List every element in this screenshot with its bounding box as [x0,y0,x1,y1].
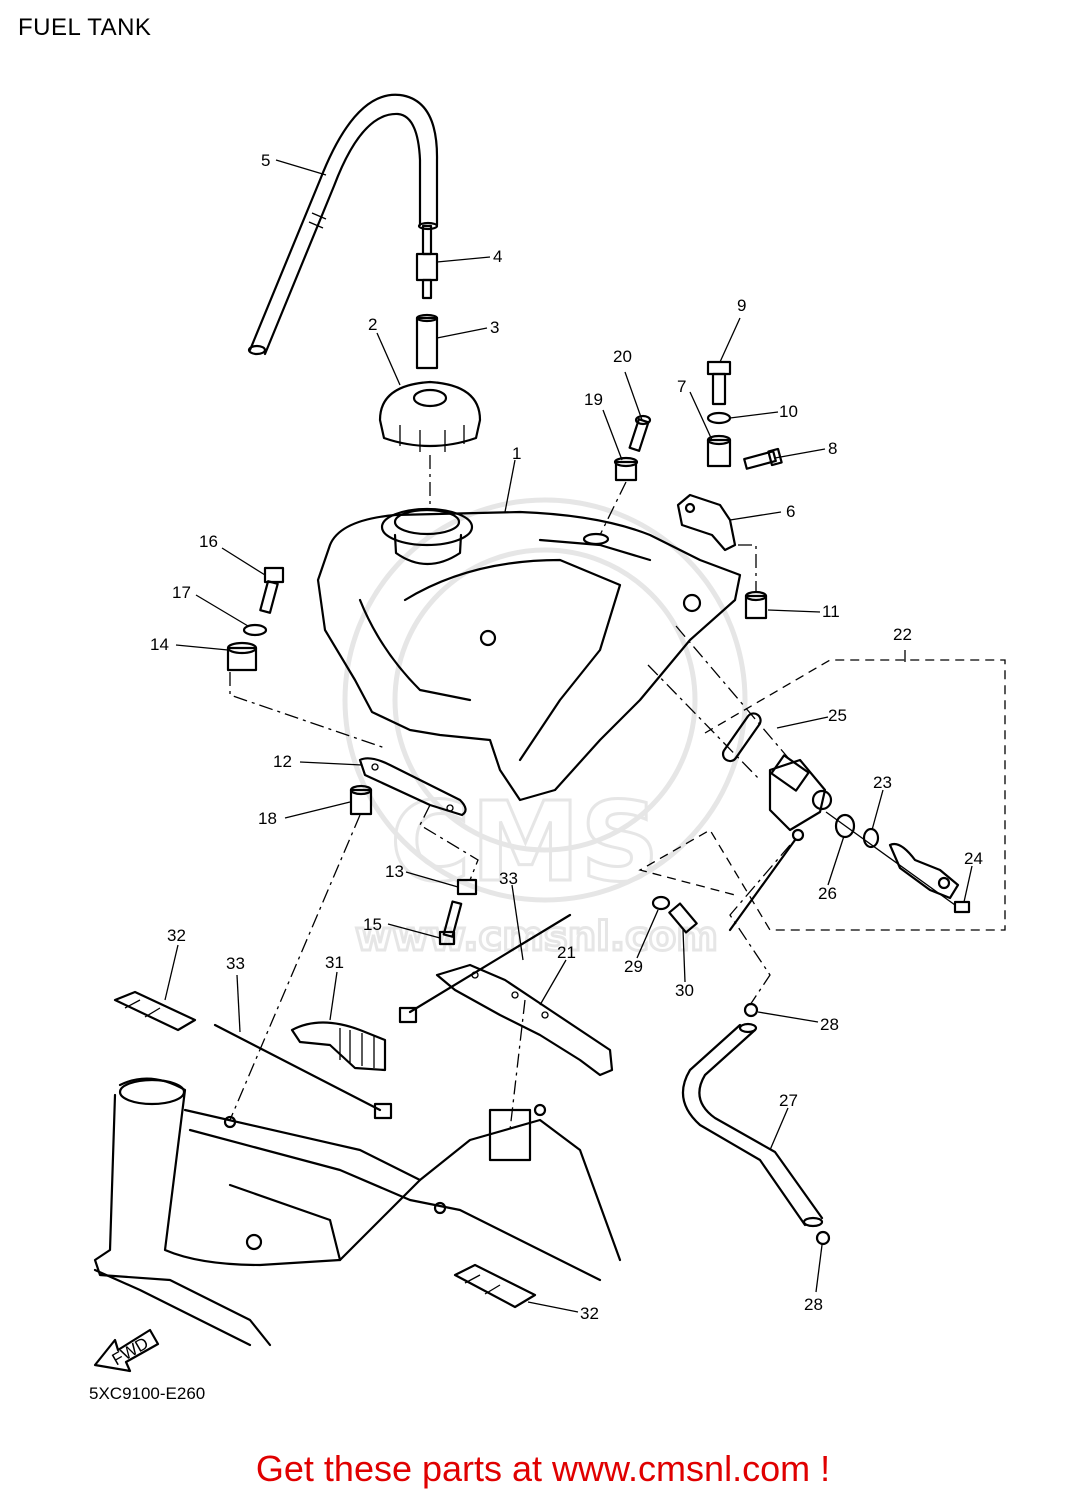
washer-29 [651,895,671,911]
label-part-16: 16 [199,532,218,551]
lever-24 [888,842,971,914]
label-part-14: 14 [150,635,169,654]
label-part-23: 23 [873,773,892,792]
band-12 [358,757,467,817]
leader-lines [164,159,973,1313]
fuel-tank [316,507,742,802]
protector-31 [290,1021,387,1072]
o-ring-23 [862,827,880,849]
label-part-13: 13 [385,862,404,881]
collar-11 [744,590,768,620]
label-part-18: 18 [258,809,277,828]
forward-arrow: FWD [93,1328,160,1373]
damper-32-left [113,990,197,1032]
label-part-9: 9 [737,296,746,315]
label-part-33-lower: 33 [226,954,245,973]
label-part-21: 21 [557,943,576,962]
fuel-cock-group-box [638,659,1006,931]
promo-link[interactable]: Get these parts at www.cmsnl.com ! [255,1448,831,1489]
label-part-20: 20 [613,347,632,366]
damper-14 [226,641,258,672]
label-part-28-upper: 28 [820,1015,839,1034]
screw-20 [628,414,652,452]
label-part-27: 27 [779,1091,798,1110]
svg-text:www.cmsnl.com: www.cmsnl.com [355,914,718,960]
fuel-cock-body [728,754,833,932]
label-part-15: 15 [363,915,382,934]
cms-watermark: CMS www.cmsnl.com [342,497,748,962]
fuel-hose-27 [681,1022,824,1228]
label-part-10: 10 [779,402,798,421]
washer-10 [706,411,732,425]
collar-19 [613,456,639,482]
screw-30 [668,902,698,934]
label-part-11: 11 [822,602,840,621]
label-part-19: 19 [584,390,603,409]
part-labels: 1 2 3 4 5 6 7 8 9 10 11 12 13 14 15 16 1… [150,151,983,1323]
diagram-code: 5XC9100-E260 [89,1384,206,1403]
label-part-32-right: 32 [580,1304,599,1323]
label-part-8: 8 [828,439,837,458]
cable-tie-33-lower [213,1023,393,1120]
svg-text:FWD: FWD [109,1333,152,1369]
washer-26 [834,813,856,839]
label-part-28-lower: 28 [804,1295,823,1314]
label-part-24: 24 [964,849,983,868]
label-part-30: 30 [675,981,694,1000]
label-part-29: 29 [624,957,643,976]
label-part-4: 4 [493,247,502,266]
label-part-31: 31 [325,953,344,972]
bracket-21 [435,963,614,1077]
cable-tie-33-upper [398,913,572,1024]
label-part-1: 1 [512,444,521,463]
label-part-6: 6 [786,502,795,521]
label-part-33-upper: 33 [499,869,518,888]
label-part-26: 26 [818,884,837,903]
label-part-2: 2 [368,315,377,334]
label-part-32-left: 32 [167,926,186,945]
clip-28-upper [743,1002,759,1018]
bolt-9 [706,360,732,406]
vent-tube [415,313,439,370]
fuel-tank-cap [378,380,482,510]
washer-17 [242,623,268,637]
label-part-25: 25 [828,706,847,725]
damper-32-right [453,1263,537,1309]
label-part-5: 5 [261,151,270,170]
page-title: FUEL TANK [18,14,152,41]
collar-18 [349,784,373,816]
clip-28-lower [815,1230,831,1246]
frame [93,1077,622,1347]
label-part-17: 17 [172,583,191,602]
label-part-22: 22 [893,625,912,644]
hose-joint [415,224,439,300]
breather-hose [247,93,439,356]
o-ring-25 [721,712,762,763]
label-part-3: 3 [490,318,499,337]
svg-text:CMS: CMS [390,778,659,906]
bracket-6 [676,493,737,552]
damper-7 [706,434,732,468]
label-part-7: 7 [677,377,686,396]
bolt-8 [743,447,783,470]
label-part-12: 12 [273,752,292,771]
